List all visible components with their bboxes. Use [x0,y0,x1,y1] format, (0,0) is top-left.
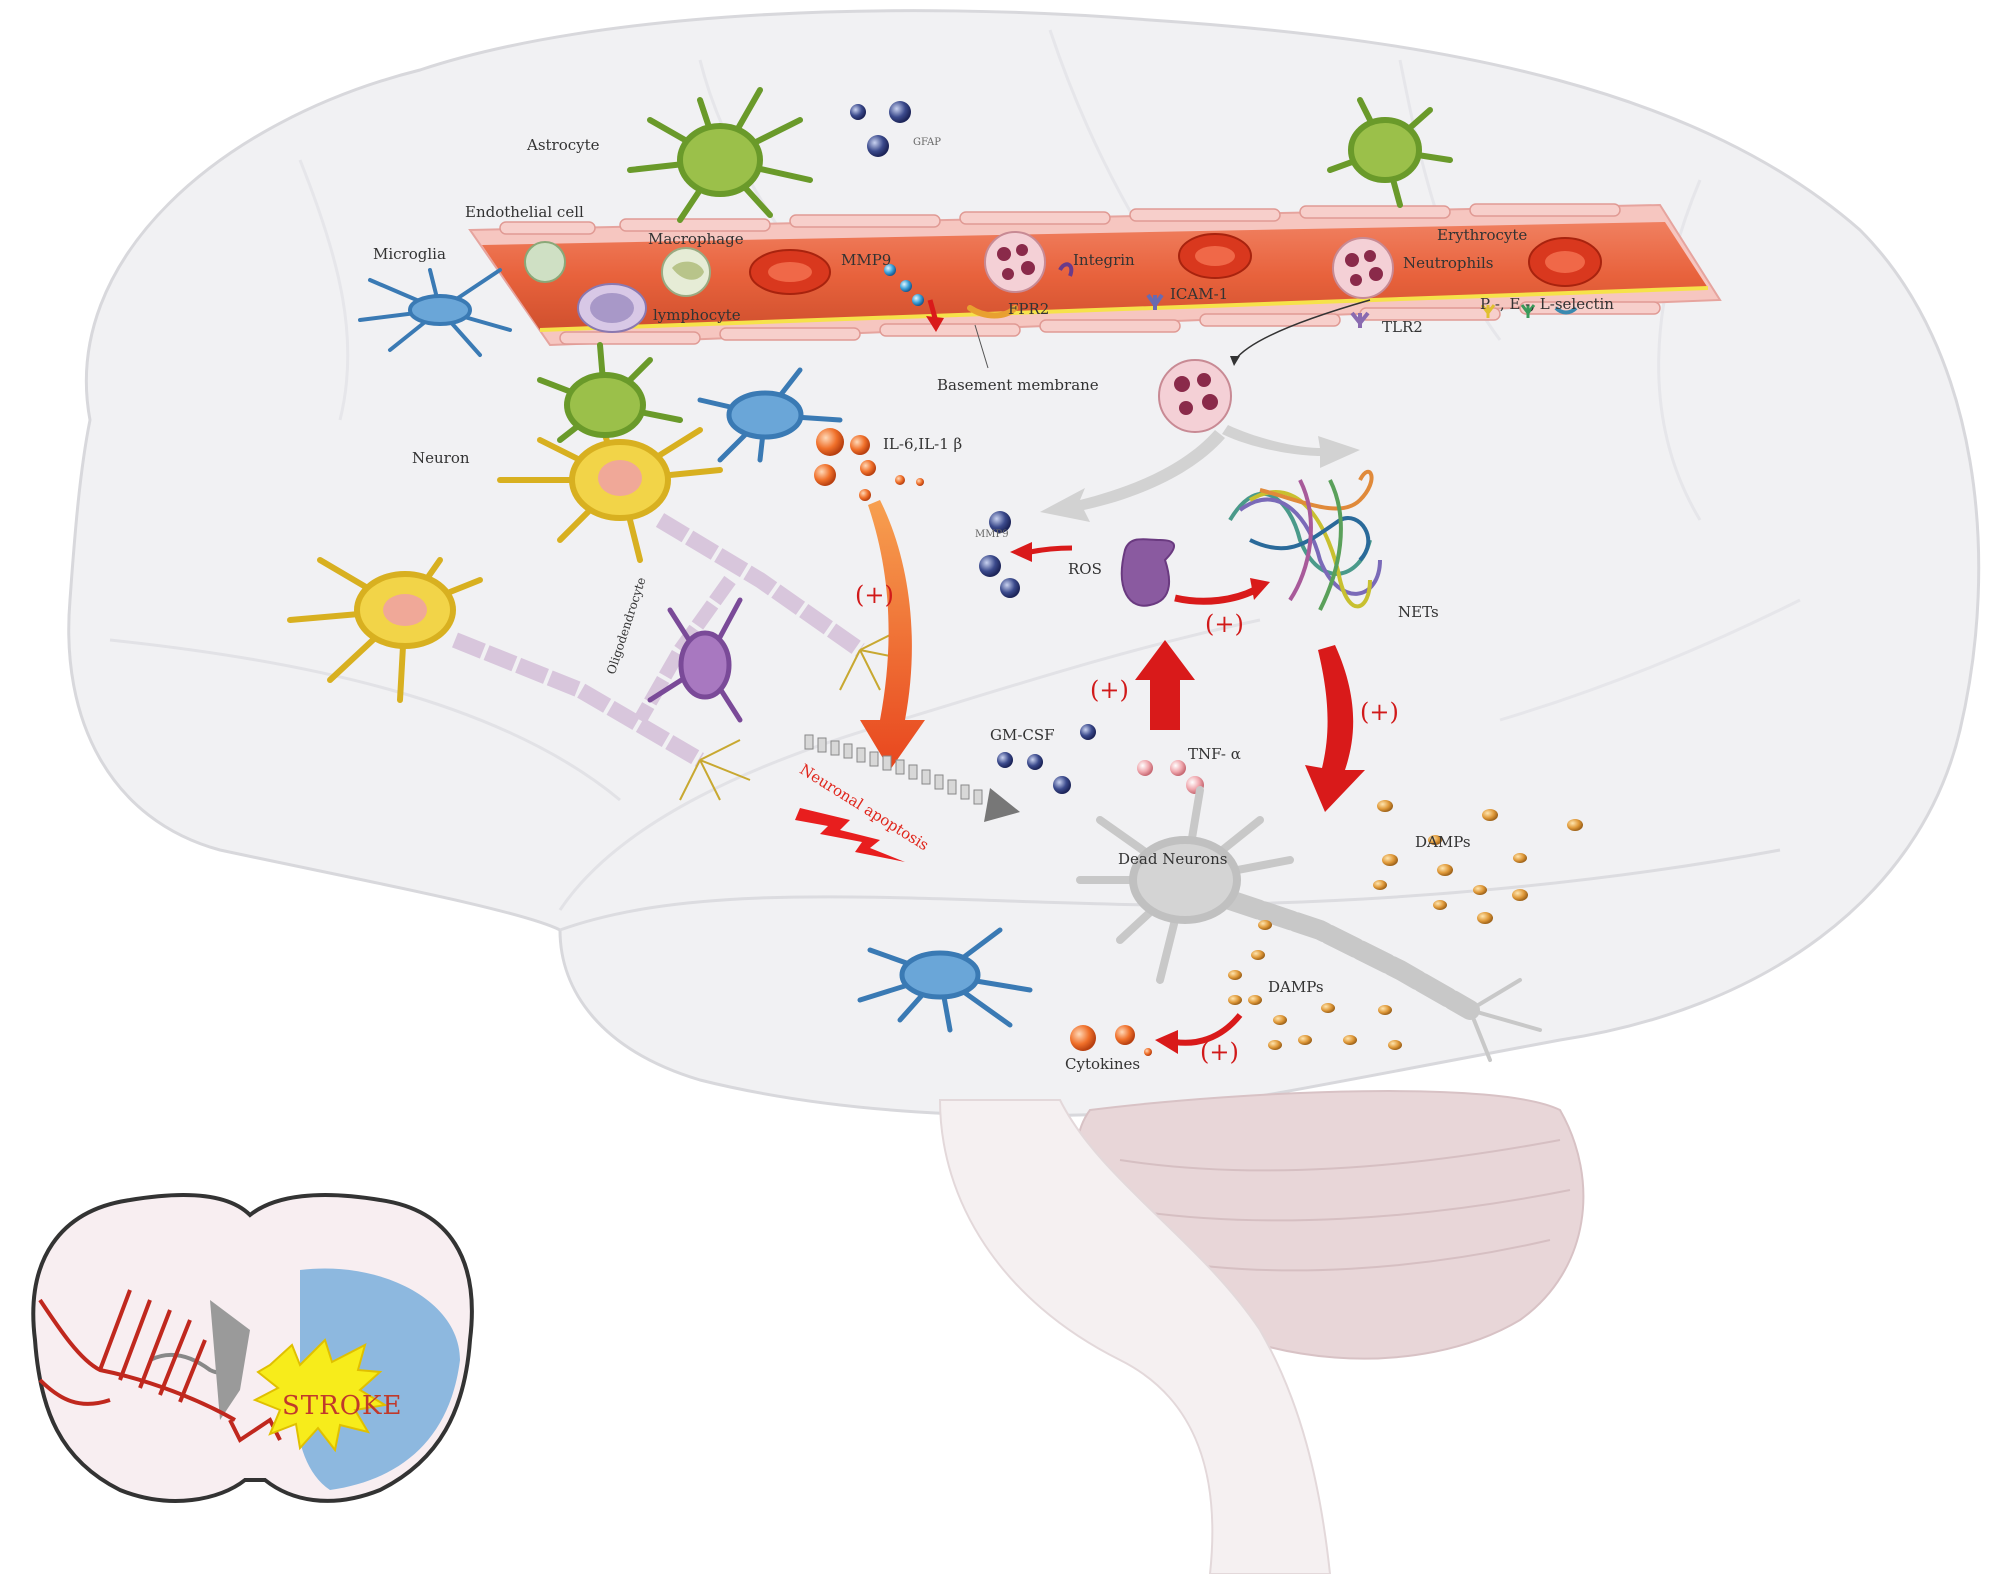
label-stroke: STROKE [282,1391,403,1421]
label-damps-upper: DAMPs [1415,833,1471,851]
gfap-particle [889,101,911,123]
label-erythrocyte: Erythrocyte [1437,226,1528,244]
label-mmp9: MMP9 [975,529,1009,540]
label-microglia: Microglia [373,245,446,263]
ros-molecule [1120,538,1175,607]
positive-mark-orange-arrow: (+) [855,581,894,609]
label-macrophage: Macrophage [648,230,744,248]
axon-terminals [679,629,911,801]
red-arrow-ros-nets [1174,586,1257,605]
label-gfap: GFAP [913,137,942,148]
label-damps-lower: DAMPs [1268,978,1324,996]
label-endothelial-cell: Endothelial cell [465,203,584,221]
positive-mark-tnf-ros: (+) [1090,676,1129,704]
astrocyte-cell [627,87,813,223]
nets-structure [1228,469,1382,611]
gfap-particle [850,104,866,120]
label-gm-csf: GM-CSF [990,726,1055,744]
positive-mark-damps-cytokines: (+) [1200,1038,1239,1066]
damps-particles-upper [1373,800,1583,924]
label-astrocyte: Astrocyte [527,136,600,154]
red-arrow-nets-dead [1305,645,1365,812]
label-ros: ROS [1068,560,1102,578]
label-mmp9-vessel: MMP9 [841,251,892,269]
blood-vessel [468,203,1722,347]
microglia-cell-mid [697,367,843,463]
label-icam1: ICAM-1 [1170,285,1229,303]
grey-arrows [1040,425,1360,522]
stroke-star-icon [252,1338,388,1453]
gm-csf-particles [997,724,1096,794]
positive-mark-nets-dead: (+) [1360,698,1399,726]
neuron-cell-lower [287,557,483,703]
label-il6-il1b: IL-6,IL-1 β [883,435,963,453]
label-cytokines: Cytokines [1065,1055,1141,1073]
neutrophil-extravasated [1158,299,1371,433]
label-nets: NETs [1398,603,1439,621]
label-dead-neurons: Dead Neurons [1118,850,1228,868]
il6-il1b-particles [814,428,924,501]
label-neuron: Neuron [412,449,470,467]
microglia-cell [358,268,512,357]
dead-neuron-cell [1076,786,1542,1062]
apoptosis-arrow [804,734,1020,822]
oligodendrocyte-cell [647,597,743,723]
label-fpr2: FPR2 [1008,300,1050,318]
label-lymphocyte: lymphocyte [653,306,741,324]
red-arrow-tnf-ros [1135,640,1195,730]
label-integrin: Integrin [1073,251,1135,269]
brain-outline [67,9,1981,1118]
lightning-icon [795,808,905,862]
label-neutrophils: Neutrophils [1403,254,1494,272]
damps-particles-lower [1228,920,1402,1050]
astrocyte-cell-right [1327,97,1453,208]
label-basement-membrane: Basement membrane [937,376,1099,394]
red-arrow-ros-mmp9 [1029,545,1073,555]
label-tnf-a: TNF- α [1188,745,1241,763]
red-arrow-damps-cytokines [1174,1013,1243,1046]
astrocyte-cell-mid [537,342,683,443]
stroke-inset [31,1193,474,1503]
mmp9-particles [979,511,1020,598]
positive-mark-ros-nets: (+) [1205,610,1244,638]
label-selectin: P -, E -, L-selectin [1480,295,1614,313]
gfap-particle [867,135,889,157]
orange-arrow [860,500,925,770]
neuron-cell-upper [497,417,723,563]
cytokine-particles [1070,1025,1152,1056]
label-tlr2: TLR2 [1382,318,1423,336]
microglia-cell-bottom [857,927,1033,1033]
